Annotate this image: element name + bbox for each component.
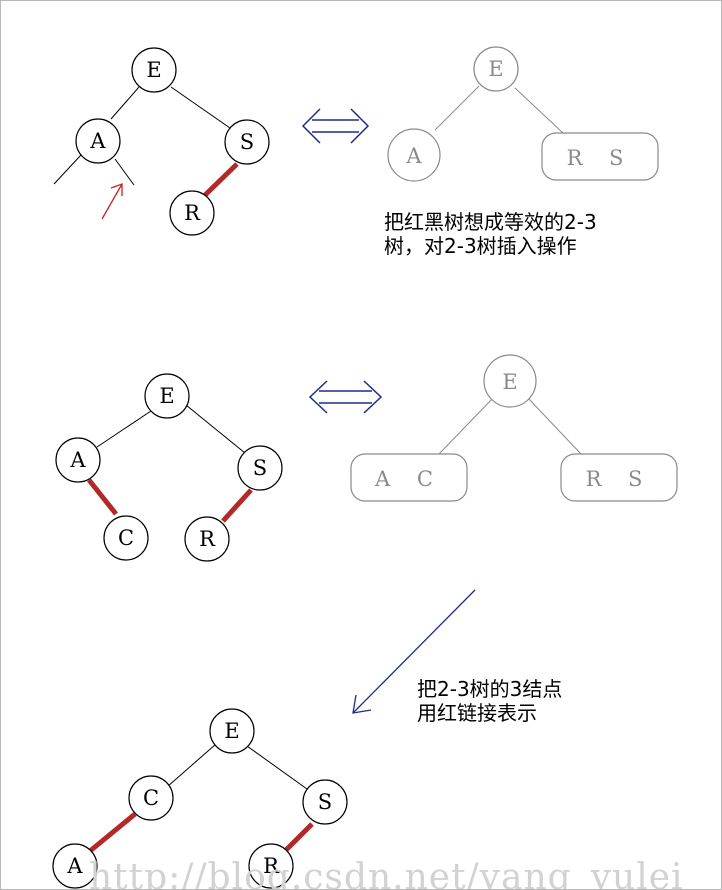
node3-r-label: R xyxy=(263,854,280,878)
two-three-node-rs xyxy=(541,132,659,181)
node3-a xyxy=(52,843,98,889)
link3-e-c xyxy=(166,743,217,788)
two-three2-node-e-label: E xyxy=(502,370,517,394)
conversion-arrow xyxy=(352,589,476,714)
grey-link2-e-rs xyxy=(526,396,582,455)
node2-s-label: S xyxy=(253,456,267,480)
node-e-label: E xyxy=(146,58,161,82)
node2-r-label: R xyxy=(199,527,216,551)
red-link-s-r xyxy=(200,162,239,200)
diagram1-two-three-tree: E A R S xyxy=(387,46,659,182)
diagram2-red-black-tree: E A S C R xyxy=(55,373,283,562)
note-3-node-red-link: 把2-3树的3结点 用红链接表示 xyxy=(417,677,563,725)
node3-c-label: C xyxy=(143,786,159,810)
red-link2-s-r xyxy=(221,488,253,523)
link-e-a xyxy=(110,86,140,120)
two-three2-node-rs xyxy=(560,453,678,502)
node-s-label: S xyxy=(240,130,254,154)
two-three-node-e xyxy=(473,46,519,92)
diagram2-two-three-tree: E A C R S xyxy=(350,354,678,502)
node3-r xyxy=(248,843,294,889)
link-e-s xyxy=(170,86,231,129)
two-three2-node-e xyxy=(483,354,537,408)
watermark: http://blog.csdn.net/yang_yulei xyxy=(89,857,684,890)
node3-c xyxy=(128,775,174,821)
grey-link-e-a xyxy=(434,85,480,131)
two-three2-node-ac-label: A C xyxy=(374,467,443,491)
two-three-node-a xyxy=(387,128,441,182)
two-three2-node-rs-label: R S xyxy=(586,467,653,491)
two-three-node-a-label: A xyxy=(405,144,422,168)
insert-arrow-head xyxy=(110,183,123,196)
node2-a xyxy=(55,437,101,483)
red-link2-a-c xyxy=(87,478,118,516)
node3-s xyxy=(302,779,348,825)
grey-link-e-rs xyxy=(514,87,564,134)
link3-e-s xyxy=(246,745,308,790)
node-r xyxy=(169,190,215,236)
insert-arrow-shaft xyxy=(101,183,123,220)
node-s xyxy=(224,119,270,165)
equivalence-double-arrow-2 xyxy=(308,380,383,414)
link-a-left-null xyxy=(53,154,82,185)
link2-e-s xyxy=(185,404,246,454)
node-a-label: A xyxy=(89,129,106,153)
two-three2-node-ac xyxy=(350,453,468,502)
two-three-node-rs-label: R S xyxy=(567,146,634,170)
node3-e-label: E xyxy=(224,719,239,743)
diagram1-red-black-tree: E A S R xyxy=(53,47,270,236)
note-equivalent-2-3-tree: 把红黑树想成等效的2-3 树，对2-3树插入操作 xyxy=(384,210,597,258)
node2-c-label: C xyxy=(118,526,134,550)
red-link3-c-a xyxy=(88,812,137,853)
node-e xyxy=(131,47,177,93)
red-link3-s-r xyxy=(283,822,314,853)
grey-link2-e-ac xyxy=(438,396,495,455)
node3-s-label: S xyxy=(318,790,332,814)
node3-e xyxy=(209,708,255,754)
node2-r xyxy=(184,516,230,562)
node-r-label: R xyxy=(184,201,201,225)
two-three-node-e-label: E xyxy=(488,57,503,81)
node-a xyxy=(75,118,121,164)
node2-s xyxy=(237,445,283,491)
node2-e xyxy=(144,373,190,419)
node2-c xyxy=(103,515,149,561)
node2-e-label: E xyxy=(159,384,174,408)
diagram3-red-black-tree: E C S A R xyxy=(52,708,348,889)
link-a-right-null xyxy=(114,158,135,186)
equivalence-double-arrow-1 xyxy=(301,108,370,144)
node3-a-label: A xyxy=(66,854,83,878)
link2-e-a xyxy=(96,410,152,448)
node2-a-label: A xyxy=(69,448,86,472)
